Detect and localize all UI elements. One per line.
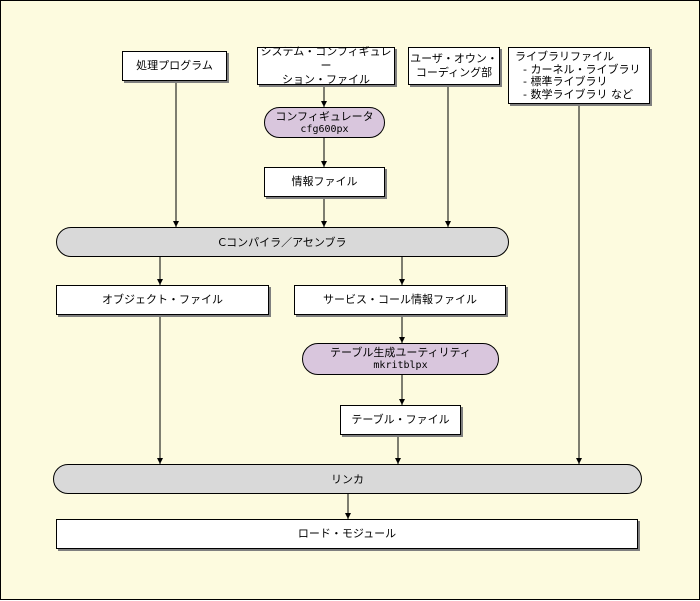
system-config-file-box: システム・コンフィギュレー ション・ファイル xyxy=(257,45,395,86)
processing-program-box: 処理プログラム xyxy=(122,51,227,81)
user-own-coding-line-1: ユーザ・オウン・ xyxy=(410,52,498,65)
processing-program-label: 処理プログラム xyxy=(136,59,213,72)
library-file-box: ライブラリファイル - カーネル・ライブラリ - 標準ライブラリ - 数学ライブ… xyxy=(508,47,650,104)
table-file-label: テーブル・ファイル xyxy=(351,413,450,426)
service-call-info-file-box: サービス・コール情報ファイル xyxy=(294,285,506,315)
info-file-box: 情報ファイル xyxy=(264,167,385,197)
library-file-item-standard: - 標準ライブラリ xyxy=(523,75,608,88)
object-file-label: オブジェクト・ファイル xyxy=(102,293,223,306)
object-file-box: オブジェクト・ファイル xyxy=(56,285,269,315)
user-own-coding-line-2: コーディング部 xyxy=(415,66,493,79)
table-utility-tool: テーブル生成ユーティリティ mkritblpx xyxy=(302,343,499,375)
configurator-command: cfg600px xyxy=(300,123,349,135)
table-utility-name: テーブル生成ユーティリティ xyxy=(329,346,472,359)
info-file-label: 情報ファイル xyxy=(291,175,358,188)
linker-label: リンカ xyxy=(331,472,364,486)
compiler-process: Cコンパイラ／アセンブラ xyxy=(56,227,509,257)
table-utility-command: mkritblpx xyxy=(373,360,428,371)
system-config-file-line-2: ション・ファイル xyxy=(282,73,370,86)
library-file-title: ライブラリファイル xyxy=(515,50,614,63)
system-config-file-line-1: システム・コンフィギュレー xyxy=(260,45,392,72)
configurator-name: コンフィギュレータ xyxy=(275,109,374,123)
service-call-info-file-label: サービス・コール情報ファイル xyxy=(323,293,477,306)
library-file-item-math: - 数学ライブラリ など xyxy=(523,87,633,101)
library-file-item-kernel: - カーネル・ライブラリ xyxy=(523,62,641,76)
load-module-box: ロード・モジュール xyxy=(56,519,638,549)
table-file-box: テーブル・ファイル xyxy=(340,405,461,435)
linker-process: リンカ xyxy=(53,464,642,494)
user-own-coding-box: ユーザ・オウン・ コーディング部 xyxy=(408,47,500,85)
load-module-label: ロード・モジュール xyxy=(297,527,397,540)
configurator-tool: コンフィギュレータ cfg600px xyxy=(264,107,385,138)
compiler-label: Cコンパイラ／アセンブラ xyxy=(218,235,347,249)
